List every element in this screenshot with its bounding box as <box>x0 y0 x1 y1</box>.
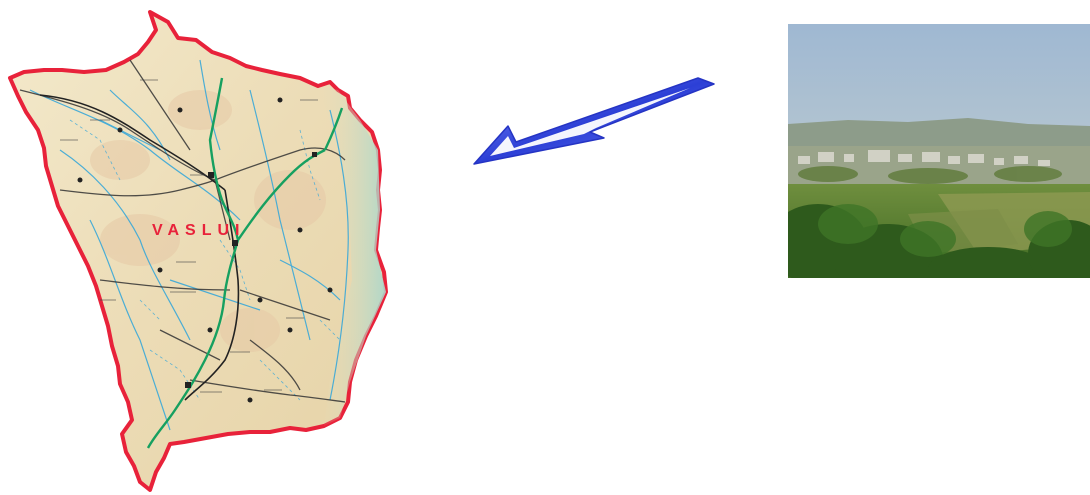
county-name-label: VASLUI <box>152 222 246 239</box>
railway <box>39 94 240 401</box>
roads <box>19 59 346 403</box>
county-map: VASLUI <box>0 0 400 495</box>
county-map-graphic <box>8 10 388 492</box>
landscape-photo-icon <box>788 24 1090 278</box>
streams <box>69 119 341 401</box>
towns <box>77 97 333 403</box>
river-floodplain <box>318 86 386 426</box>
landscape-photo <box>788 24 1090 278</box>
map-small-labels <box>60 79 318 393</box>
direction-arrow-icon <box>473 77 715 165</box>
main-roads <box>146 77 344 449</box>
rivers <box>29 59 349 431</box>
county-outline <box>8 10 388 492</box>
